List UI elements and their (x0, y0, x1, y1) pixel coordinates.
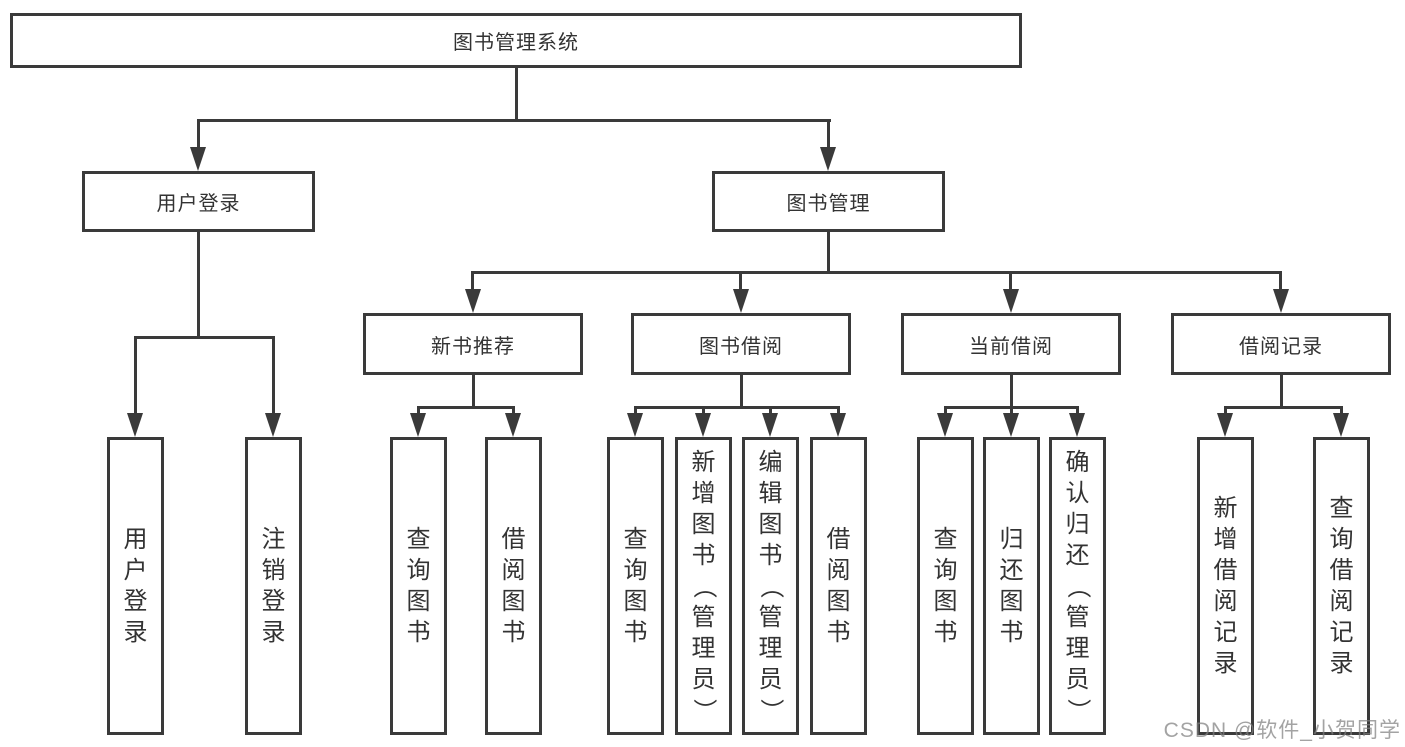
arrow-down-icon (410, 413, 426, 437)
arrow-down-icon (762, 413, 778, 437)
arrow-down-icon (1003, 413, 1019, 437)
connector-line (1340, 406, 1343, 416)
connector-line (197, 119, 200, 151)
leaf-return-books: 归还图书 (983, 437, 1040, 735)
node-label: 查询借阅记录 (1329, 495, 1354, 677)
node-label: 新增图书（管理员） (690, 448, 717, 723)
leaf-query-books-3: 查询图书 (917, 437, 974, 735)
connector-line (515, 67, 518, 119)
node-library-system: 图书管理系统 (10, 13, 1022, 68)
connector-line (1010, 406, 1013, 416)
node-user-login: 用户登录 (82, 171, 315, 232)
leaf-confirm-return-admin: 确认归还（管理员） (1049, 437, 1106, 735)
connector-line (197, 119, 831, 122)
node-label: 借阅图书 (826, 526, 851, 646)
connector-line (1279, 271, 1282, 291)
leaf-user-login: 用户登录 (107, 437, 164, 735)
node-label: 图书管理 (786, 193, 871, 215)
connector-line (1009, 271, 1012, 291)
arrow-down-icon (1069, 413, 1085, 437)
node-label: 确认归还（管理员） (1064, 448, 1091, 723)
node-label: 借阅记录 (1239, 335, 1323, 358)
node-label: 用户登录 (123, 526, 148, 646)
connector-line (769, 406, 772, 416)
arrow-down-icon (1003, 289, 1019, 313)
connector-line (1076, 406, 1079, 416)
arrow-down-icon (265, 413, 281, 437)
node-label: 查询图书 (933, 526, 958, 646)
connector-line (512, 406, 515, 416)
connector-line (827, 119, 830, 151)
arrow-down-icon (127, 413, 143, 437)
node-label: 图书借阅 (699, 335, 783, 358)
connector-line (197, 231, 200, 336)
arrow-down-icon (627, 413, 643, 437)
arrow-down-icon (505, 413, 521, 437)
connector-line (634, 406, 637, 416)
arrow-down-icon (820, 147, 836, 171)
connector-line (471, 271, 1282, 274)
connector-line (272, 336, 275, 416)
connector-line (944, 406, 947, 416)
connector-line (740, 375, 743, 406)
node-label: 图书管理系统 (453, 32, 579, 54)
node-label: 注销登录 (261, 526, 286, 646)
connector-line (702, 406, 705, 416)
connector-line (471, 271, 474, 291)
leaf-borrow-books-2: 借阅图书 (810, 437, 867, 735)
leaf-query-books-2: 查询图书 (607, 437, 664, 735)
arrow-down-icon (733, 289, 749, 313)
connector-line (739, 271, 742, 291)
connector-line (1224, 406, 1227, 416)
connector-line (134, 336, 137, 416)
node-new-book-recommendation: 新书推荐 (363, 313, 583, 375)
arrow-down-icon (1273, 289, 1289, 313)
node-label: 查询图书 (406, 526, 431, 646)
arrow-down-icon (1217, 413, 1233, 437)
node-label: 新增借阅记录 (1213, 495, 1238, 677)
csdn-watermark: CSDN @软件_小贺同学 (1163, 719, 1401, 742)
node-label: 新书推荐 (431, 335, 515, 358)
connector-line (1224, 406, 1343, 409)
node-book-borrowing: 图书借阅 (631, 313, 851, 375)
node-label: 当前借阅 (969, 335, 1053, 358)
connector-line (827, 231, 830, 271)
arrow-down-icon (695, 413, 711, 437)
connector-line (634, 406, 840, 409)
leaf-borrow-books-1: 借阅图书 (485, 437, 542, 735)
leaf-add-books-admin: 新增图书（管理员） (675, 437, 732, 735)
connector-line (472, 375, 475, 406)
connector-line (417, 406, 515, 409)
node-current-borrowing: 当前借阅 (901, 313, 1121, 375)
arrow-down-icon (190, 147, 206, 171)
node-label: 编辑图书（管理员） (757, 448, 784, 723)
node-label: 用户登录 (156, 193, 241, 215)
leaf-edit-books-admin: 编辑图书（管理员） (742, 437, 799, 735)
leaf-add-borrow-record: 新增借阅记录 (1197, 437, 1254, 735)
arrow-down-icon (830, 413, 846, 437)
connector-line (134, 336, 275, 339)
node-label: 归还图书 (999, 526, 1024, 646)
leaf-query-books-1: 查询图书 (390, 437, 447, 735)
arrow-down-icon (937, 413, 953, 437)
node-book-management: 图书管理 (712, 171, 945, 232)
connector-line (417, 406, 420, 416)
connector-line (837, 406, 840, 416)
leaf-query-borrow-record: 查询借阅记录 (1313, 437, 1370, 735)
connector-line (1280, 375, 1283, 406)
node-borrowing-records: 借阅记录 (1171, 313, 1391, 375)
connector-line (1010, 375, 1013, 406)
node-label: 查询图书 (623, 526, 648, 646)
leaf-logout: 注销登录 (245, 437, 302, 735)
arrow-down-icon (465, 289, 481, 313)
node-label: 借阅图书 (501, 526, 526, 646)
arrow-down-icon (1333, 413, 1349, 437)
